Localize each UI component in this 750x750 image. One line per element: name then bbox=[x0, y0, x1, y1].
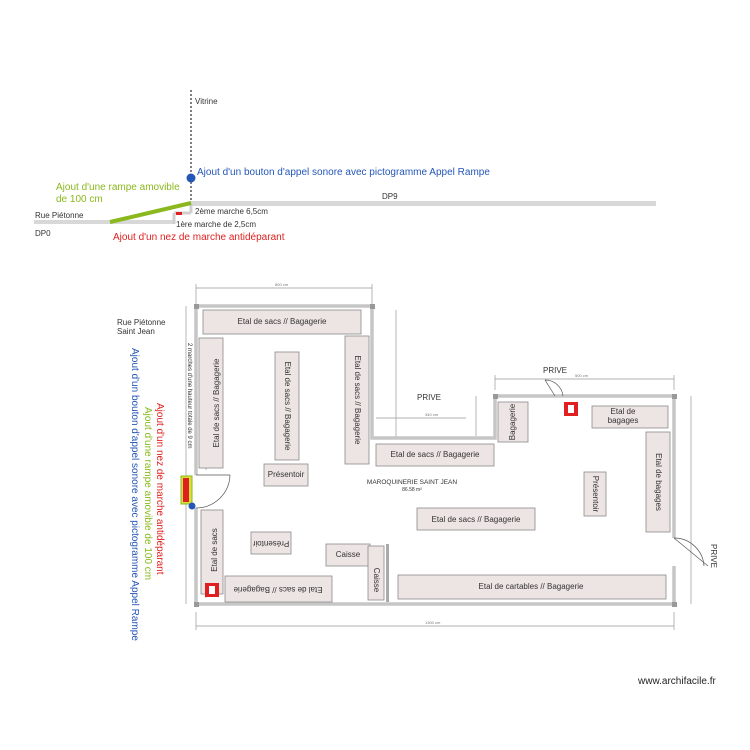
call-button-icon bbox=[186, 173, 196, 183]
etal-center-label: Etal de sacs // Bagagerie bbox=[432, 515, 521, 524]
presentoir-1-label: Présentoir bbox=[268, 470, 305, 479]
presentoir-1 bbox=[263, 463, 309, 487]
caisse-label-2: Caisse bbox=[372, 568, 381, 593]
caisse-label-1: Caisse bbox=[336, 550, 361, 559]
prive-label-1: PRIVE bbox=[417, 393, 441, 402]
etal-bagages-vert-label: Etal de bagages bbox=[654, 453, 663, 511]
etal-bottom bbox=[224, 575, 333, 603]
ramp-note-2: de 100 cm bbox=[56, 194, 103, 205]
etal-bagages bbox=[591, 405, 669, 429]
dp9-floor bbox=[191, 201, 656, 206]
presentoir-2 bbox=[250, 531, 292, 555]
svg-text:800 cm: 800 cm bbox=[275, 282, 289, 287]
floor-plan: 800 cm 1300 cm 500 cm 340 cm bbox=[117, 282, 718, 641]
etal-bottom-label: Etal de sacs // Bagagerie bbox=[233, 585, 322, 594]
svg-text:1300 cm: 1300 cm bbox=[425, 620, 441, 625]
presentoir-3 bbox=[583, 471, 607, 517]
etal-left bbox=[198, 337, 224, 469]
ramp-note-1: Ajout d'une rampe amovible bbox=[56, 182, 180, 193]
etal-mid1-label: Etal de sacs // Bagagerie bbox=[283, 362, 292, 451]
presentoir-2-label: Présentoir bbox=[252, 539, 289, 548]
etal-bagages-label-1: Etal de bbox=[611, 407, 636, 416]
etal-mid3-label: Etal de sacs // Bagagerie bbox=[391, 450, 480, 459]
plan-note-green: Ajout d'une rampe amovible de 100 cm bbox=[142, 407, 153, 580]
etal-mid1 bbox=[274, 351, 300, 461]
ramp-line bbox=[109, 201, 192, 224]
plan-note-blue: Ajout d'un bouton d'appel sonore avec pi… bbox=[129, 348, 140, 641]
fire-extinguisher-icon bbox=[564, 402, 578, 416]
dp0-floor bbox=[34, 220, 174, 224]
presentoir-3-label: Présentoir bbox=[591, 476, 600, 513]
doors bbox=[195, 379, 709, 567]
dp0-label: DP0 bbox=[35, 229, 51, 238]
plan-note-red: Ajout d'un nez de marche antidéparant bbox=[154, 403, 165, 575]
call-button-icon bbox=[188, 502, 196, 510]
vitrine-label: Vitrine bbox=[195, 97, 218, 106]
etal-small-label: Etal de sacs bbox=[210, 528, 219, 572]
etal-mid3 bbox=[375, 443, 495, 467]
step1-label: 1ère marche de 2,5cm bbox=[176, 220, 256, 229]
steps-note: 2 marches d'une hauteur totale de 9 cm bbox=[186, 343, 192, 449]
room-name: MAROQUINERIE SAINT JEAN bbox=[367, 479, 457, 486]
entrance-nosing bbox=[183, 478, 189, 502]
dp9-label: DP9 bbox=[382, 192, 398, 201]
section-view: Vitrine Ajout d'un bouton d'appel sonore… bbox=[34, 90, 656, 243]
etal-mid2 bbox=[344, 335, 370, 465]
plan-street-2: Saint Jean bbox=[117, 327, 155, 336]
etal-bagages-vert bbox=[645, 431, 671, 533]
etal-mid2-label: Etal de sacs // Bagagerie bbox=[353, 356, 362, 445]
dimension-tick-labels: 800 cm 1300 cm 500 cm 340 cm bbox=[275, 282, 589, 625]
bell-note: Ajout d'un bouton d'appel sonore avec pi… bbox=[197, 167, 490, 178]
etal-left-label: Etal de sacs // Bagagerie bbox=[212, 358, 221, 447]
svg-text:340 cm: 340 cm bbox=[425, 412, 439, 417]
etal-cartables-label: Etal de cartables // Bagagerie bbox=[479, 582, 585, 591]
fire-extinguisher-icon bbox=[205, 583, 219, 597]
plan-street-1: Rue Piétonne bbox=[117, 318, 166, 327]
partition-wall bbox=[386, 544, 389, 602]
watermark: www.archifacile.fr bbox=[637, 676, 716, 687]
walls bbox=[194, 304, 676, 606]
etal-cartables bbox=[397, 574, 667, 600]
etal-top bbox=[202, 309, 362, 335]
caisse-vert bbox=[367, 545, 385, 601]
etal-center bbox=[416, 507, 536, 531]
nosing-note: Ajout d'un nez de marche antidéparant bbox=[113, 232, 285, 243]
etal-bagages-label-2: bagages bbox=[608, 416, 639, 425]
street-label: Rue Piétonne bbox=[35, 211, 84, 220]
nosing-marker bbox=[176, 212, 182, 215]
furniture bbox=[198, 309, 671, 603]
svg-text:500 cm: 500 cm bbox=[575, 373, 589, 378]
etal-top-label: Etal de sacs // Bagagerie bbox=[238, 317, 327, 326]
prive-label-3: PRIVE bbox=[709, 544, 718, 568]
etal-bagagerie-vert bbox=[497, 401, 529, 443]
prive-label-2: PRIVE bbox=[543, 366, 567, 375]
room-area: 86.58 m² bbox=[402, 487, 422, 493]
bagagerie-small-label: Bagagerie bbox=[508, 403, 517, 440]
step2-label: 2ème marche 6,5cm bbox=[195, 207, 268, 216]
